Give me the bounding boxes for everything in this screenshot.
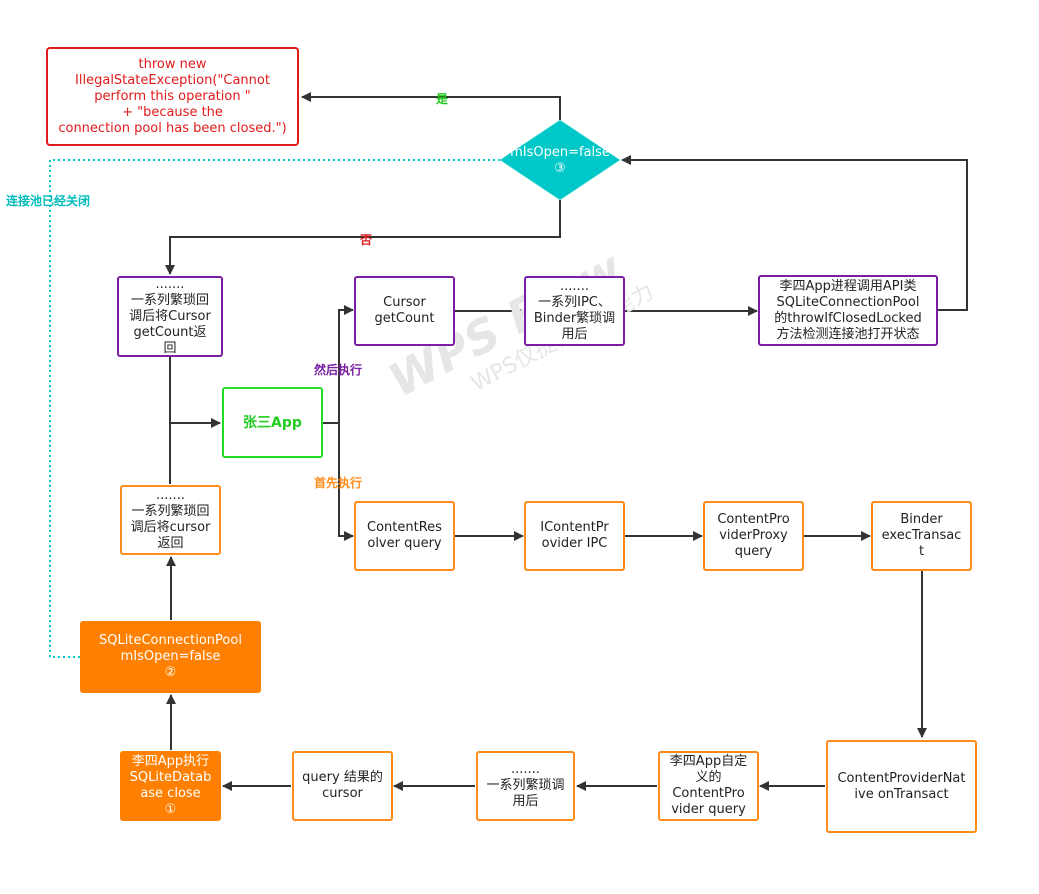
edge-zhangsan-to-resolver [338,423,354,541]
node-zhangsan-app: 张三App [222,387,323,458]
node-tedious-calls: ....... 一系列繁琐调 用后 [476,751,575,821]
node-provider-proxy-query: ContentPro viderProxy query [703,501,804,571]
node-cursor-getcount-return: ....... 一系列繁琐回 调后将Cursor getCount返 回 [117,276,223,357]
decision-diamond [500,120,620,200]
node-query-result-cursor: query 结果的 cursor [292,751,393,821]
label-first-execute: 首先执行 [314,476,363,490]
node-binder-exectransact: Binder execTransac t [871,501,972,571]
edge-yes [301,92,561,120]
node-native-ontransact: ContentProviderNat ive onTransact [826,740,977,833]
label-no: 否 [360,233,373,247]
label-then-execute: 然后执行 [314,363,363,377]
node-resolver-query: ContentRes olver query [354,501,455,571]
node-custom-provider-query: 李四App自定 义的 ContentPro vider query [658,751,759,821]
node-pool-closed: SQLiteConnectionPool mIsOpen=false ② [80,621,261,693]
node-cursor-return: ....... 一系列繁琐回 调后将cursor 返回 [120,485,221,555]
node-lisi-api-check: 李四App进程调用API类 SQLiteConnectionPool 的thro… [758,275,938,346]
label-pool-closed-note: 连接池已经关闭 [6,194,91,208]
label-yes: 是 [436,92,449,106]
node-ipc-binder-calls: ....... 一系列IPC、 Binder繁琐调 用后 [524,276,625,346]
node-lisi-database-close: 李四App执行 SQLiteDatab ase close ① [120,751,221,821]
edge-zhangsan-to-getcount [323,305,354,424]
edge-no [165,200,561,275]
node-decision-label: mIsOpen=false ③ [510,145,610,176]
edge-pool-closed-note [49,159,500,658]
node-cursor-getcount: Cursor getCount [354,276,455,346]
edge-api-to-decision [621,155,968,311]
node-throw-exception: throw new IllegalStateException("Cannot … [46,47,299,146]
node-icontentprovider-ipc: IContentPr ovider IPC [524,501,625,571]
edge-getcount-return-to-zhangsan [169,357,221,428]
